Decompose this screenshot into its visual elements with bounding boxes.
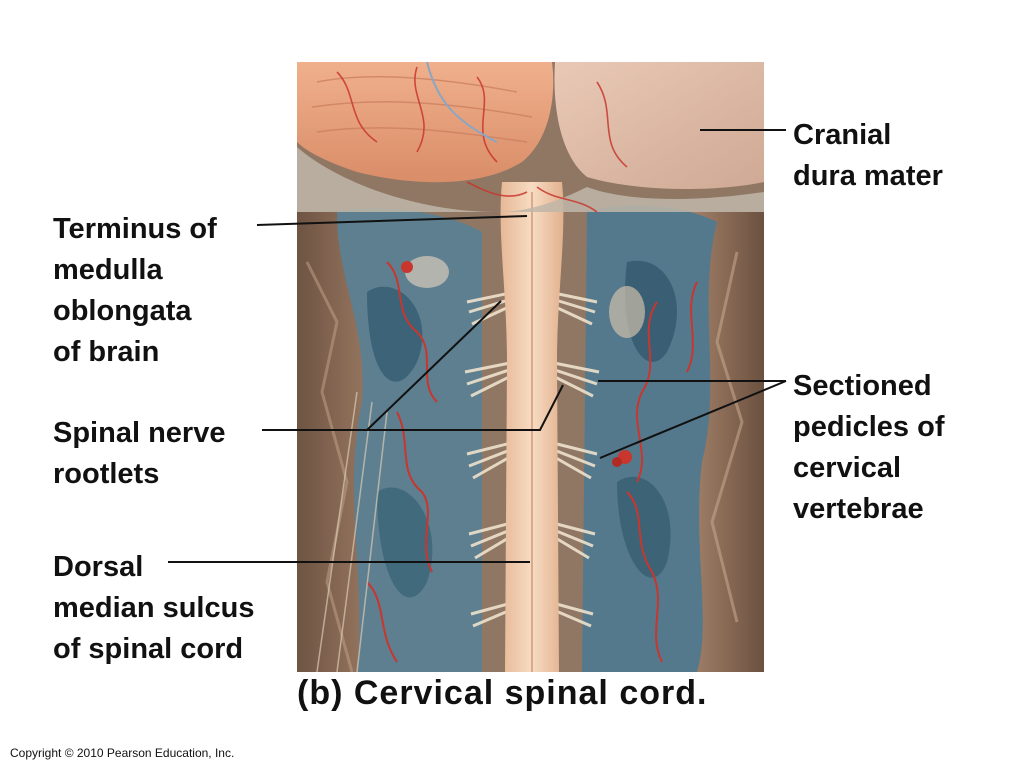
label-cranial-dura-mater: Cranial dura mater: [793, 119, 943, 192]
leader-line-rootlets-lower: [262, 384, 564, 431]
cervical-spinal-cord-photo: [297, 62, 764, 672]
label-sectioned-pedicles: Sectioned pedicles of cervical vertebrae: [793, 370, 945, 525]
leader-line-pedicles-lower: [599, 380, 787, 459]
copyright-notice: Copyright © 2010 Pearson Education, Inc.: [10, 746, 235, 760]
label-dorsal-median-sulcus: Dorsal median sulcus of spinal cord: [53, 551, 255, 665]
label-spinal-nerve-rootlets: Spinal nerve rootlets: [53, 417, 226, 490]
figure-caption: (b) Cervical spinal cord.: [297, 674, 708, 712]
label-terminus-medulla-oblongata: Terminus of medulla oblongata of brain: [53, 213, 217, 368]
leader-line-rootlets-upper: [366, 300, 502, 431]
leader-line-terminus-medulla: [256, 215, 528, 226]
